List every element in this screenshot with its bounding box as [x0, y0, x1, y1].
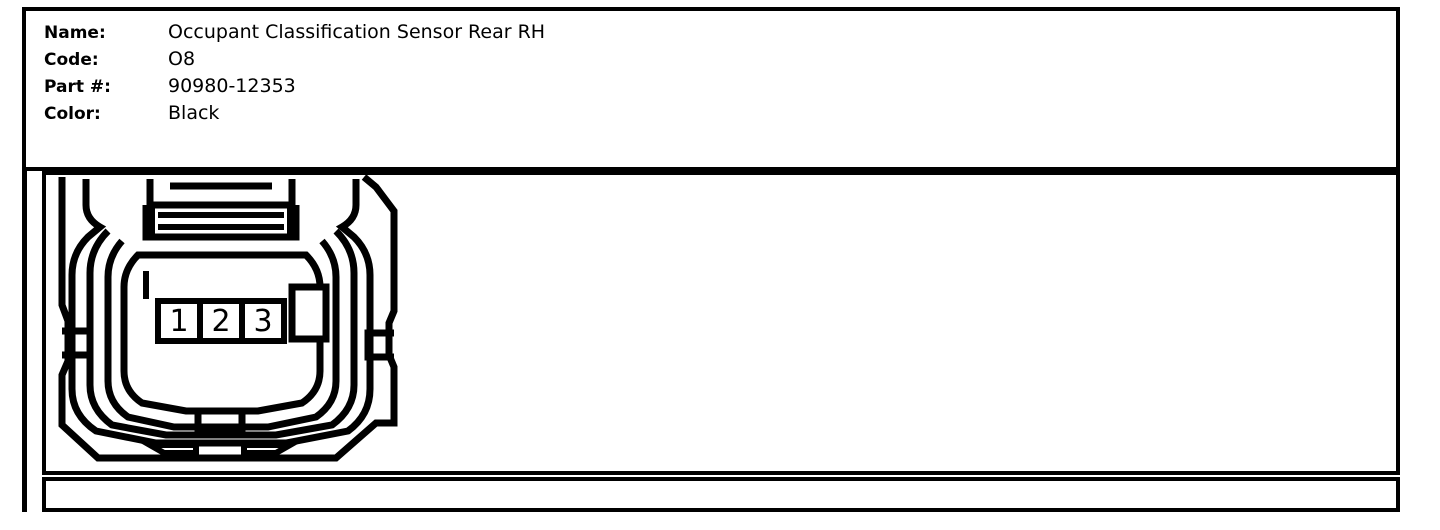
info-row-part-number: Part #: 90980-12353 — [44, 75, 545, 102]
terminal-cavity-block — [120, 251, 324, 415]
connector-body — [58, 175, 398, 462]
housing-outer-shell — [58, 175, 398, 462]
pin-cavity-3-label: 3 — [253, 304, 272, 339]
keyway-slot — [288, 283, 330, 343]
pin-cavity-3-box — [239, 298, 287, 344]
pin-cavity-2-label: 2 — [211, 304, 230, 339]
connector-diagram: 1 2 3 — [58, 175, 398, 462]
part-number-label: Part #: — [44, 77, 111, 97]
info-row-code: Code: O8 — [44, 48, 545, 75]
housing-ring-2 — [68, 179, 374, 447]
name-label: Name: — [44, 23, 106, 43]
info-rows: Name: Occupant Classification Sensor Rea… — [44, 21, 545, 129]
bottom-foot-left — [138, 442, 199, 456]
info-row-name: Name: Occupant Classification Sensor Rea… — [44, 21, 545, 48]
code-label: Code: — [44, 50, 99, 70]
pin-cavity-1[interactable]: 1 — [155, 298, 203, 344]
bottom-polarizing-notch — [194, 411, 246, 437]
housing-ring-4 — [104, 238, 340, 431]
pin-cavity-3[interactable]: 3 — [239, 298, 287, 344]
name-value: Occupant Classification Sensor Rear RH — [168, 21, 546, 43]
locking-lever-rib-block — [142, 205, 300, 241]
info-box: Name: Occupant Classification Sensor Rea… — [22, 7, 1400, 171]
info-row-color: Color: Black — [44, 102, 545, 129]
color-value: Black — [168, 102, 220, 124]
pin-cavity-2[interactable]: 2 — [197, 298, 245, 344]
code-value: O8 — [168, 48, 196, 70]
pin-cavity-1-label: 1 — [169, 304, 188, 339]
color-label: Color: — [44, 104, 101, 124]
bottom-strip — [42, 477, 1400, 512]
pin-row: 1 2 3 — [155, 298, 287, 344]
part-number-value: 90980-12353 — [168, 75, 296, 97]
connector-drawing-box: 1 2 3 — [42, 171, 1400, 475]
bottom-foot-right — [241, 442, 302, 456]
locking-lever-plate — [146, 179, 296, 209]
